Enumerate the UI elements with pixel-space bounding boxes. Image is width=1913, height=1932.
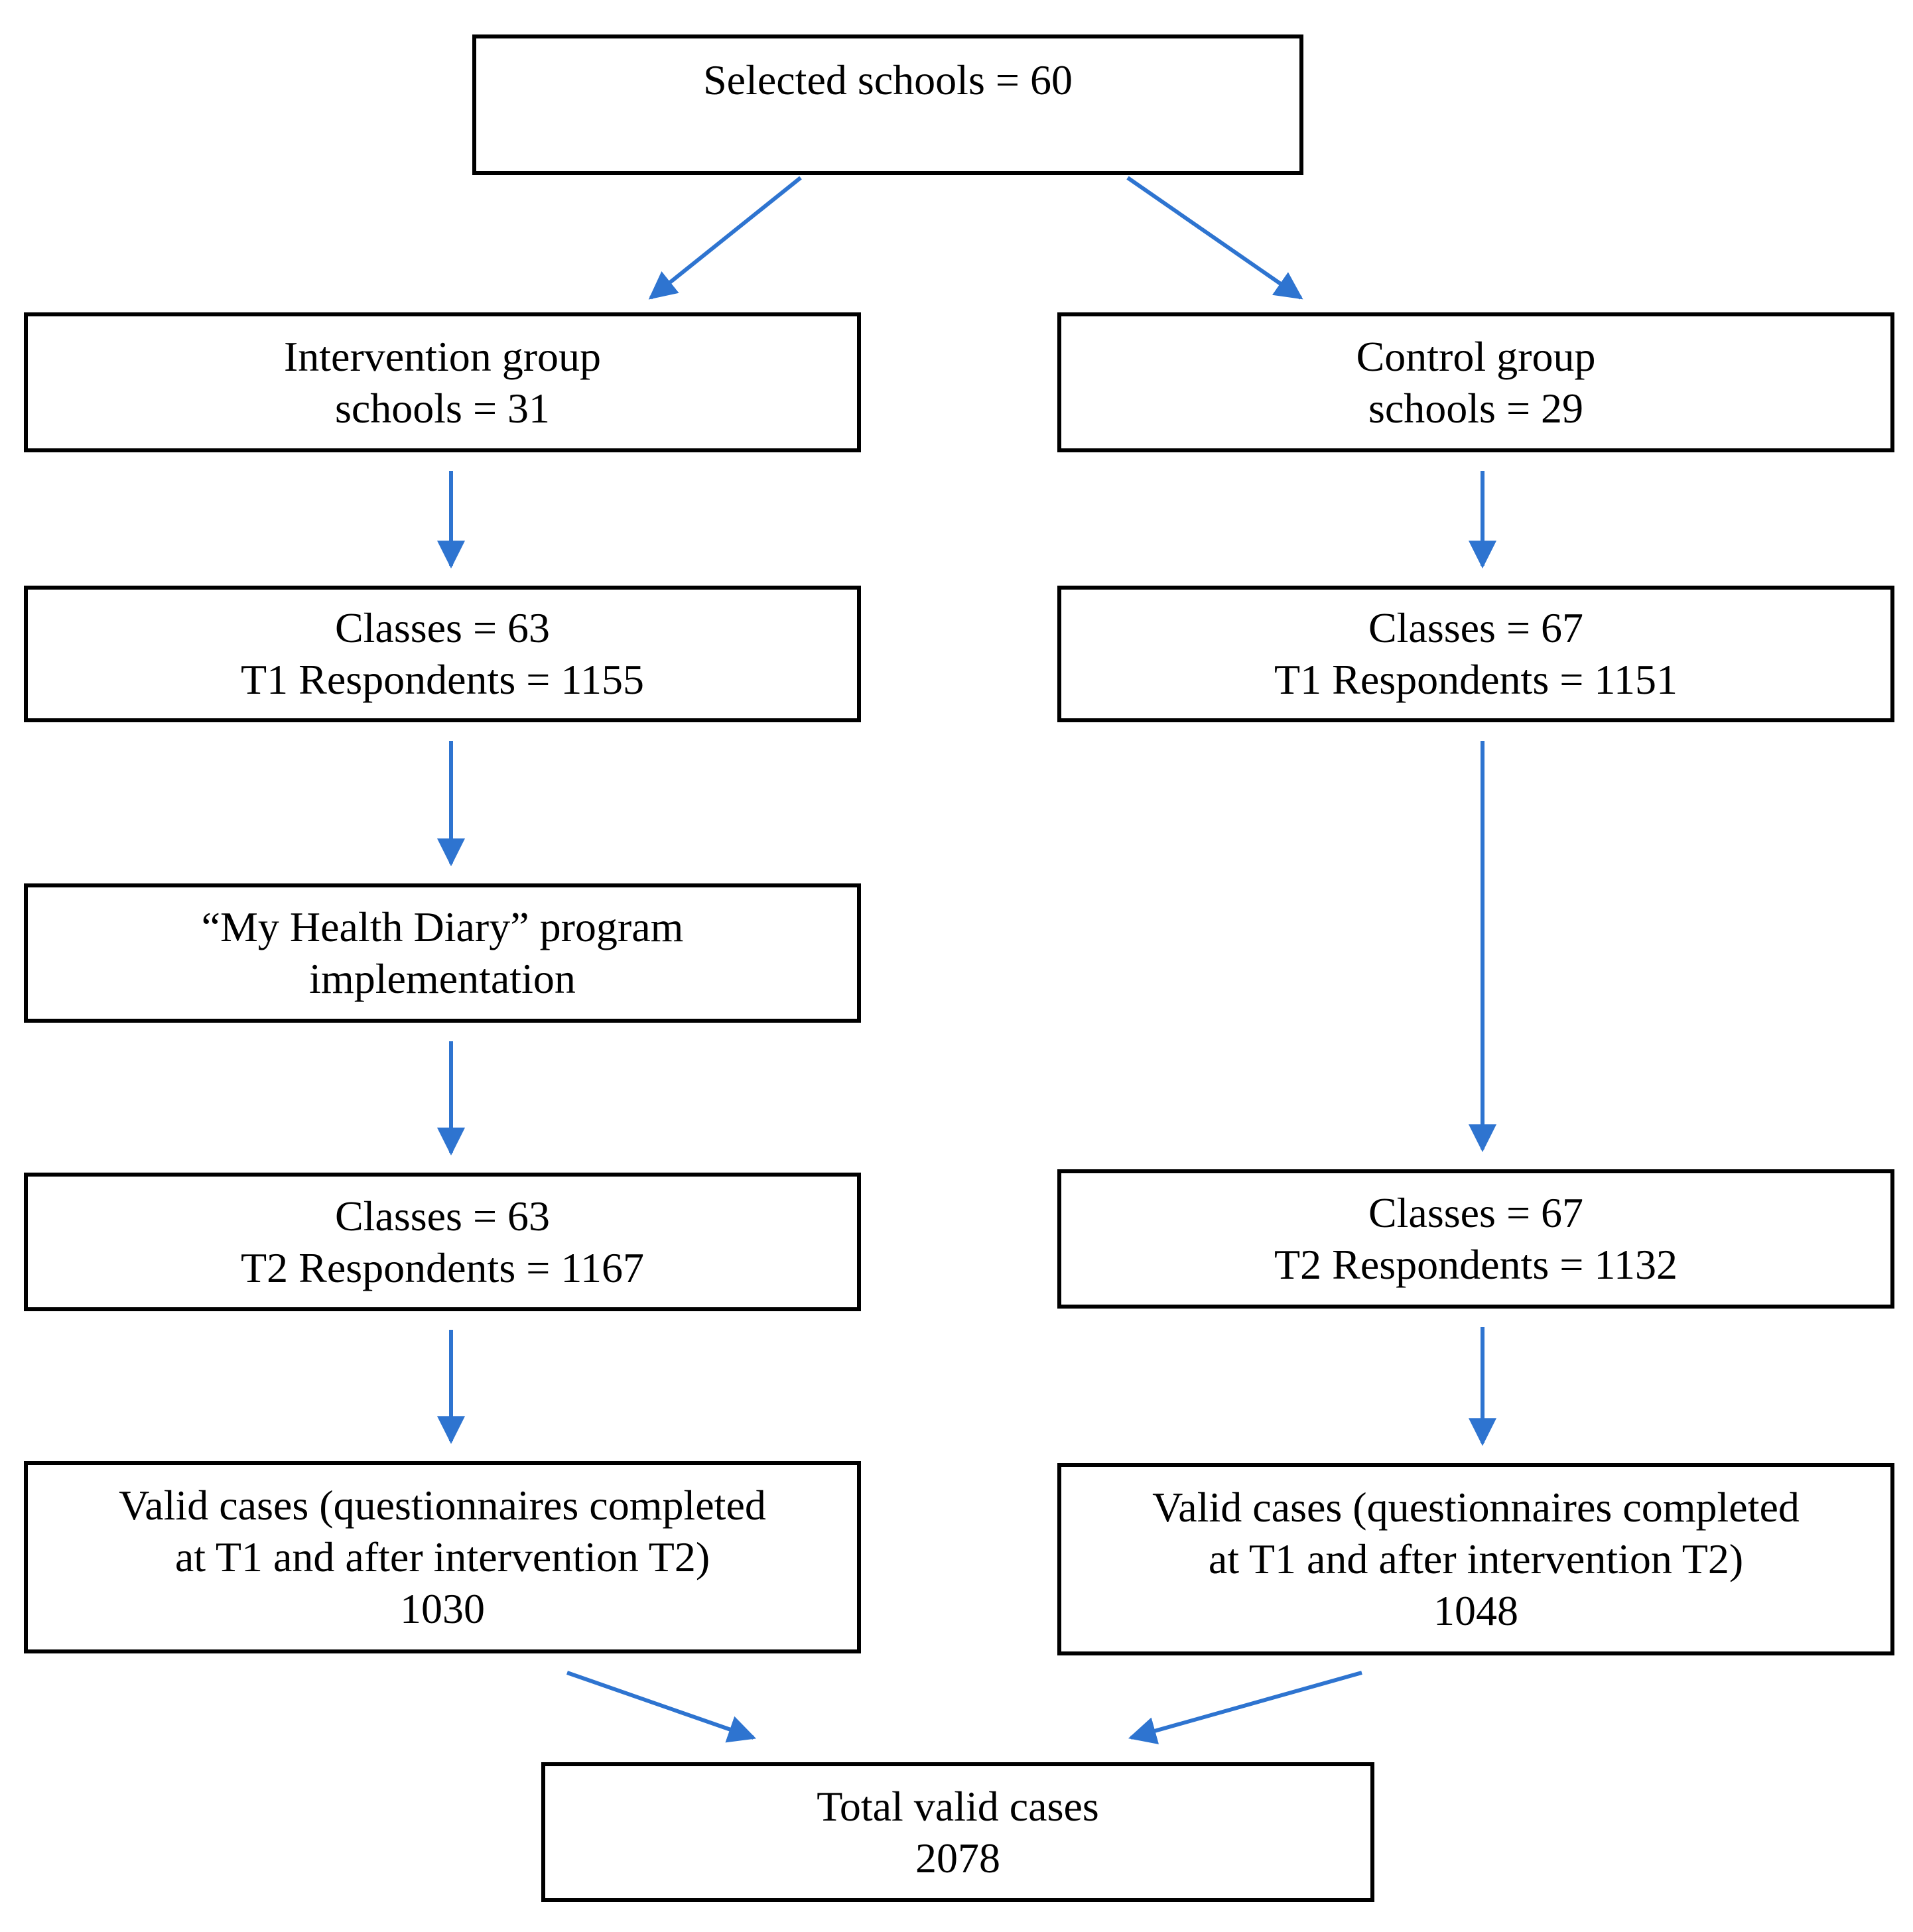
node-control-valid-cases: Valid cases (questionnaires completed at… (1057, 1463, 1894, 1655)
node-intervention-t2: Classes = 63 T2 Respondents = 1167 (24, 1173, 861, 1311)
node-control-t1: Classes = 67 T1 Respondents = 1151 (1057, 586, 1894, 722)
node-label: 1030 (400, 1585, 485, 1632)
node-label: Total valid cases (817, 1782, 1099, 1830)
arrow-selected-to-control (1126, 176, 1303, 300)
node-label: 1048 (1433, 1587, 1518, 1634)
node-label: T1 Respondents = 1155 (241, 656, 644, 703)
node-label: 2078 (915, 1834, 1000, 1882)
node-label: at T1 and after intervention T2) (1208, 1535, 1744, 1582)
node-control-group: Control group schools = 29 (1057, 312, 1894, 452)
node-label: Valid cases (questionnaires completed (119, 1482, 766, 1529)
node-control-t2: Classes = 67 T2 Respondents = 1132 (1057, 1169, 1894, 1309)
node-label: Classes = 63 (334, 604, 551, 651)
arrow-selected-to-intervention (648, 176, 802, 300)
node-label: schools = 31 (334, 384, 551, 432)
node-label: “My Health Diary” program (201, 903, 684, 950)
node-intervention-group: Intervention group schools = 31 (24, 312, 861, 452)
arrow-ctl-valid-to-total (1128, 1671, 1362, 1744)
node-label: Classes = 67 (1368, 1189, 1584, 1236)
node-label: Intervention group (283, 332, 602, 380)
node-selected-schools: Selected schools = 60 (472, 34, 1303, 175)
node-total-valid-cases: Total valid cases 2078 (541, 1762, 1374, 1902)
node-label: schools = 29 (1368, 384, 1584, 432)
node-label: Selected schools = 60 (703, 56, 1073, 103)
node-program-implementation: “My Health Diary” program implementation (24, 883, 861, 1023)
node-label: Valid cases (questionnaires completed (1152, 1484, 1800, 1531)
node-label: T2 Respondents = 1167 (241, 1244, 644, 1291)
node-label: T1 Respondents = 1151 (1274, 656, 1678, 703)
node-label: Control group (1356, 332, 1596, 380)
node-label: T2 Respondents = 1132 (1274, 1241, 1678, 1288)
node-intervention-t1: Classes = 63 T1 Respondents = 1155 (24, 586, 861, 722)
node-label: at T1 and after intervention T2) (174, 1533, 710, 1580)
arrow-int-valid-to-total (566, 1671, 756, 1743)
node-label: Classes = 67 (1368, 604, 1584, 651)
node-intervention-valid-cases: Valid cases (questionnaires completed at… (24, 1461, 861, 1653)
node-label: implementation (309, 955, 576, 1002)
node-label: Classes = 63 (334, 1192, 551, 1240)
